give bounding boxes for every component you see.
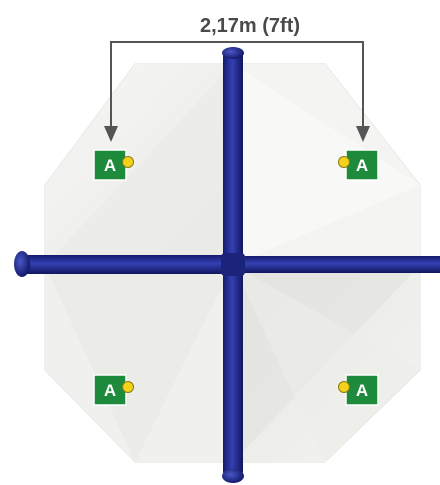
yellow-dot-icon — [122, 381, 134, 393]
marker-box — [93, 149, 127, 181]
marker-box — [93, 374, 127, 406]
arrow-down-icon — [104, 126, 118, 142]
pole-right — [233, 256, 440, 273]
marker-label: A — [104, 381, 116, 400]
dimension-line — [110, 41, 364, 126]
center-joint — [221, 253, 245, 276]
arrow-down-icon — [356, 126, 370, 142]
marker-label: A — [104, 156, 116, 175]
marker-top-left: A — [93, 149, 134, 181]
canopy-fold-bottom-right-2 — [233, 265, 420, 462]
pole-bottom — [223, 265, 243, 475]
canopy-fold-bottom-left — [45, 265, 233, 462]
pole-left — [20, 255, 233, 274]
pole-bottom-cap — [222, 469, 244, 483]
marker-top-right: A — [338, 149, 379, 181]
canopy-panel-top-right — [233, 64, 420, 265]
marker-label: A — [356, 156, 368, 175]
marker-box — [345, 149, 379, 181]
yellow-dot-icon — [338, 156, 350, 168]
canopy-fold-top-left — [45, 64, 233, 265]
marker-bottom-left: A — [93, 374, 134, 406]
marker-label: A — [356, 381, 368, 400]
canopy — [44, 63, 421, 463]
marker-box — [345, 374, 379, 406]
dimension-label: 2,17m (7ft) — [200, 15, 300, 37]
yellow-dot-icon — [338, 381, 350, 393]
canopy-fold-top-right — [233, 64, 420, 265]
dimension-indicator: 2,17m (7ft) — [104, 15, 370, 142]
pole-top-cap — [222, 47, 244, 59]
frame — [14, 47, 440, 483]
pole-top — [223, 50, 243, 265]
yellow-dot-icon — [122, 156, 134, 168]
marker-bottom-right: A — [338, 374, 379, 406]
canopy-panel-bottom-left — [45, 265, 233, 462]
pole-left-cap — [14, 251, 30, 277]
